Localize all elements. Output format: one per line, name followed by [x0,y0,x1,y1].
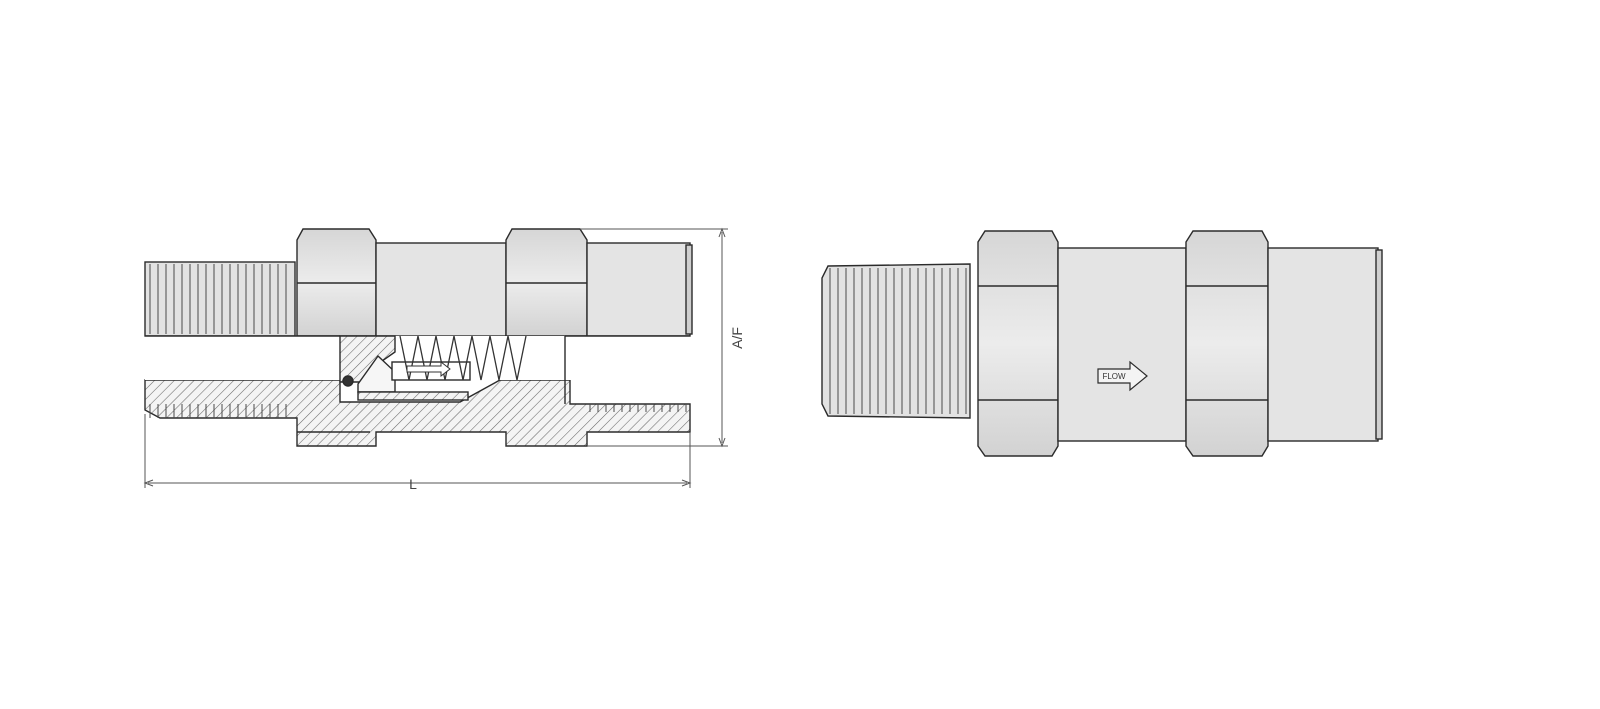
spring [399,335,527,381]
right-male-thread [821,263,971,419]
left-center-body [375,242,507,337]
right-outlet-body [1267,247,1379,442]
length-dimension [143,414,692,488]
body-section-hatch [144,379,691,447]
right-center-body [1057,247,1187,442]
inner-flow-arrow [406,360,451,378]
left-hex-2 [505,228,588,337]
right-outlet-end [1375,249,1383,440]
left-outlet-end [685,244,693,335]
af-label: A/F [729,327,745,349]
exterior-view [821,230,1383,457]
left-male-thread [144,261,296,337]
left-outlet-body [586,242,691,337]
sectional-view [143,227,728,488]
length-label: L [409,476,417,492]
flow-label: FLOW [1102,372,1126,381]
right-hex-2 [1185,230,1269,457]
af-dimension [580,227,728,448]
right-hex-1 [977,230,1059,457]
left-hex-1 [296,228,377,337]
flow-arrow [1097,360,1148,392]
